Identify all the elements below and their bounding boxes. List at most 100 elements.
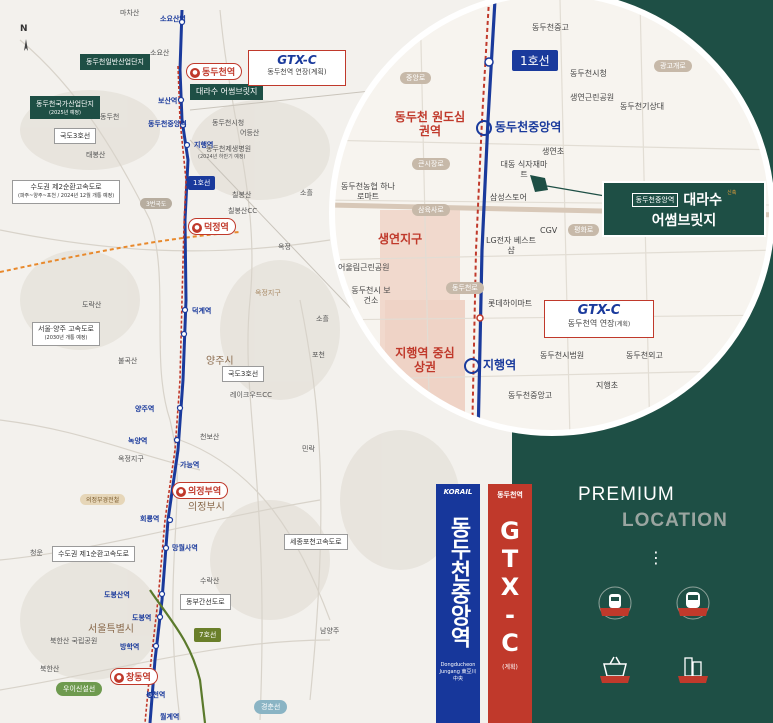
road-box-seoul-yangju-note: (2030년 개통 예정) (44, 335, 88, 341)
road-box-east-arterial: 동부간선도로 (180, 594, 231, 610)
label-lakewood-cc: 레이크우드CC (230, 391, 272, 399)
right-label: 민락 (302, 445, 315, 453)
right-label: 소흘 (316, 315, 329, 323)
zoom-project-card[interactable]: 동두천중앙역 대라수 신축 어썸브릿지 (602, 181, 766, 237)
station-wolgye[interactable]: 월계역 (160, 713, 180, 721)
town-label: 청운 (30, 549, 43, 557)
right-label: 남양주 (320, 627, 340, 635)
town-label: 태봉산 (86, 151, 106, 159)
zoom-district-jihaeng: 지행역 중심상권 (395, 346, 455, 374)
zoom-station-jungang-label: 동두천중앙역 (495, 120, 562, 134)
zoom-label-city-hall: 동두천시청 (570, 69, 607, 78)
station-yangju[interactable]: 양주역 (135, 405, 155, 413)
station-dobongsan[interactable]: 도봉산역 (104, 591, 130, 599)
zoom-label-jungang-high: 동두천중앙고 (508, 391, 553, 400)
zoom-station-jihaeng-label: 지행역 (483, 358, 517, 372)
banner-gtx-text: GTX-C (496, 517, 524, 657)
national-industrial-box: 동두천국가산업단지 (2025년 예정) (30, 96, 100, 119)
shopping-basket-icon (598, 652, 632, 686)
zoom-project-name2: 어썸브릿지 (651, 212, 717, 229)
station-changdong[interactable]: ●창동역 (110, 668, 158, 685)
route-pill-gyeongchun: 경춘선 (254, 700, 288, 714)
label-chilbongsan: 칠봉산 (232, 191, 252, 199)
station-marker-icon: ● (176, 486, 186, 497)
zoom-label-jihaeng-elem: 지행초 (596, 381, 619, 390)
station-deokjeong[interactable]: ●덕정역 (188, 218, 236, 235)
town-label: 옥정지구 (118, 455, 144, 463)
zoom-label-weather: 동두천기상대 (620, 102, 665, 111)
station-marker-icon (476, 119, 492, 136)
premium-dots: ⋮ (648, 548, 664, 567)
zoom-road-dongducheon: 동두천로 (446, 282, 484, 294)
gtx-logo-zoom: GTX-C (577, 303, 621, 318)
zoom-project-prefix: 동두천중앙역 (631, 192, 679, 207)
route-pill-ui-sinseol: 우이신설선 (56, 682, 103, 696)
route-pill-3: 3번국도 (140, 198, 173, 209)
zoom-label-himart: 롯데하이마트 (488, 299, 533, 308)
station-marker-icon: ● (114, 672, 124, 683)
road-box-ring2-label: 수도권 제2순환고속도로 (30, 183, 102, 191)
town-label: 소요산 (150, 49, 170, 57)
banner-korail-text: 동두천중앙역 (446, 516, 471, 648)
compass-label: N (20, 24, 28, 34)
station-deokjeong-label: 덕정역 (204, 223, 229, 233)
banner-korail-sub: Dongducheon Jungang 東豆川中央 (439, 662, 477, 682)
label-hospital-note: (2024년 하반기 예정) (198, 154, 246, 160)
zoom-label-foreign-school: 동두천외고 (626, 351, 663, 360)
line1-badge-zoom: 1호선 (512, 50, 558, 71)
station-mangwolsa[interactable]: 망월사역 (172, 544, 198, 552)
station-uijeongbu[interactable]: ●의정부역 (172, 482, 229, 499)
station-changdong-label: 창동역 (126, 673, 151, 683)
banner-gtx-head: 동두천역 (497, 491, 523, 499)
gtx-card-main-text: 동두천역 연장(계획) (249, 67, 345, 77)
town-label: 불곡산 (118, 357, 138, 365)
station-dongducheon[interactable]: ●동두천역 (186, 63, 243, 80)
station-hoeryong[interactable]: 회룡역 (140, 515, 160, 523)
zoom-label-oullim-park: 어울림근린공원 (338, 263, 390, 272)
national-industrial-year: (2025년 예정) (48, 110, 81, 116)
station-deokgye[interactable]: 덕계역 (192, 307, 212, 315)
road-box-ring2: 수도권 제2순환고속도로 (파주~양주~포천 / 2024년 12월 개통 예정… (12, 180, 121, 204)
bus-icon (676, 586, 710, 620)
town-label: 수락산 (200, 577, 220, 585)
project-badge-label: 대라수 어썸브릿지 (196, 87, 258, 96)
zoom-project-mark: 신축 (727, 190, 737, 196)
label-chilbongsan-cc: 칠봉산CC (228, 207, 258, 215)
gtx-card-main-label: 동두천역 연장 (267, 68, 309, 76)
station-nokyang[interactable]: 녹양역 (128, 437, 148, 445)
gtx-card-zoom-label: 동두천역 연장 (567, 319, 615, 328)
gtx-card-zoom-text: 동두천역 연장(계획) (545, 318, 653, 329)
station-banghak[interactable]: 방학역 (120, 643, 140, 651)
town-label: 북한산 국립공원 (50, 637, 98, 645)
station-dongducheon-jungang[interactable]: 동두천중앙역 (148, 120, 187, 128)
label-cheonbosan: 천보산 (200, 433, 220, 441)
zoom-district-old-downtown: 동두천 원도심권역 (394, 110, 466, 138)
zoom-station-jihaeng[interactable]: 지행역 (464, 356, 516, 374)
station-ganeung[interactable]: 가능역 (180, 461, 200, 469)
station-soyosan[interactable]: 소요산역 (160, 15, 186, 23)
town-label: 마차산 (120, 9, 140, 17)
zoom-label-nonghyup: 동두천농협 하나로마트 (340, 182, 396, 201)
zoom-road-keunsijang: 큰시장로 (412, 158, 450, 170)
zoom-station-jungang[interactable]: 동두천중앙역 (476, 118, 561, 136)
zoom-label-lg: LG전자 베스트샵 (486, 236, 536, 255)
road-box-ring2-note: (파주~양주~포천 / 2024년 12월 개통 예정) (18, 193, 115, 199)
zoom-label-samsung: 삼성스토어 (490, 193, 527, 202)
gtx-logo-main: GTX-C (277, 53, 317, 67)
station-nokcheon[interactable]: 녹천역 (146, 691, 166, 699)
station-jihaeng[interactable]: 지행역 (194, 141, 214, 149)
station-bosan[interactable]: 보산역 (158, 97, 178, 105)
station-uijeongbu-label: 의정부역 (188, 487, 222, 497)
label-okjeong: 옥정지구 (255, 289, 281, 297)
zoom-label-school: 동두천중고 (532, 23, 569, 32)
gtx-card-main: GTX-C 동두천역 연장(계획) (248, 50, 346, 86)
station-dongducheon-label: 동두천역 (202, 68, 236, 78)
zoom-label-cgv: CGV (540, 226, 558, 235)
station-dobong[interactable]: 도봉역 (132, 614, 152, 622)
town-label: 동두천 (100, 113, 120, 121)
label-eodeungsan: 어등산 (240, 129, 260, 137)
town-label: 북한산 (40, 665, 60, 673)
gtx-card-zoom: GTX-C 동두천역 연장(계획) (544, 300, 654, 338)
zoom-project-line1: 동두천중앙역 대라수 신축 (604, 189, 764, 210)
